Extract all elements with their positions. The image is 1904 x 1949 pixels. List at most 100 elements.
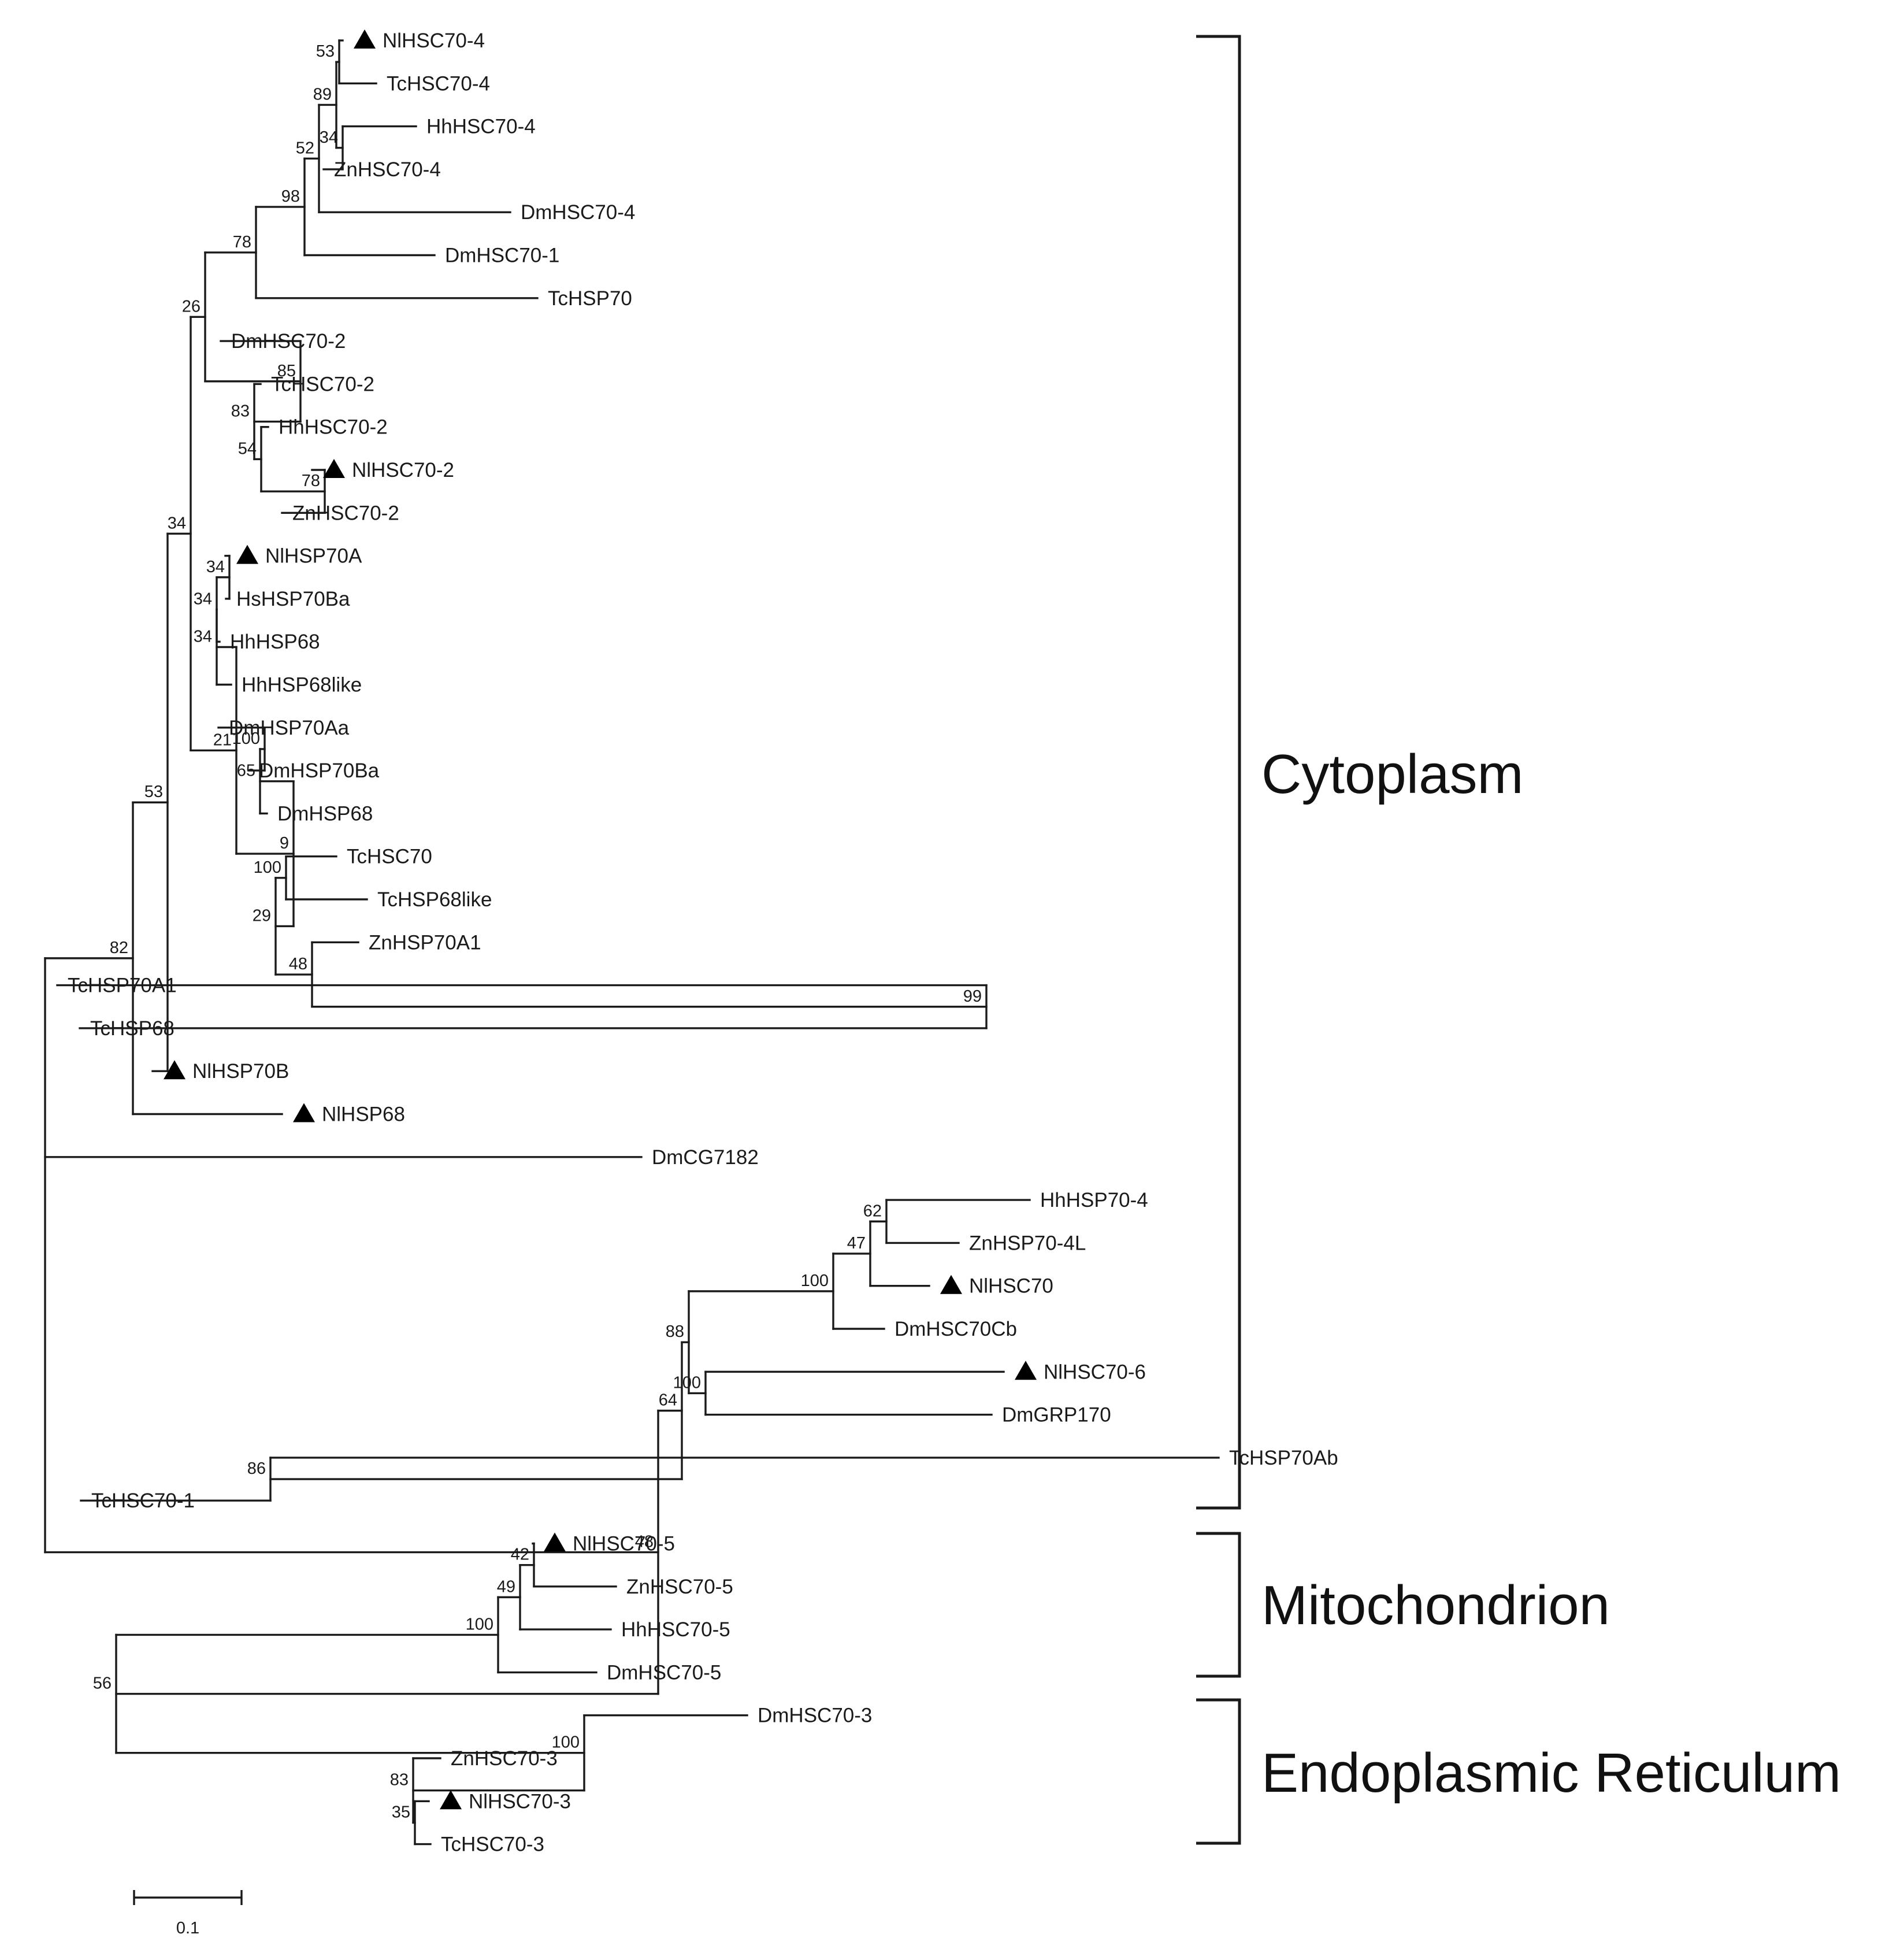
bootstrap-support-value: 85 xyxy=(277,362,296,380)
bootstrap-support-value: 34 xyxy=(206,558,225,576)
endoplasmic-reticulum-bracket xyxy=(1196,1698,1241,1845)
bootstrap-support-value: 42 xyxy=(511,1546,529,1564)
bootstrap-support-value: 34 xyxy=(320,128,338,147)
leaf-label-hhhsc70-4: HhHSC70-4 xyxy=(426,116,536,138)
bootstrap-support-value: 64 xyxy=(659,1391,677,1410)
bootstrap-support-value: 34 xyxy=(194,590,212,608)
bootstrap-support-value: 49 xyxy=(497,1577,515,1596)
bootstrap-support-value: 100 xyxy=(801,1272,829,1290)
bootstrap-support-value: 83 xyxy=(390,1771,409,1789)
triangle-marker-icon xyxy=(236,544,258,564)
bootstrap-support-value: 53 xyxy=(316,42,335,61)
leaf-label-znhsc70-5: ZnHSC70-5 xyxy=(626,1576,733,1598)
bootstrap-support-value: 62 xyxy=(863,1202,882,1220)
leaf-label-tchsc70-2: TcHSC70-2 xyxy=(271,373,374,395)
leaf-label-dmhsc70-5: DmHSC70-5 xyxy=(607,1661,721,1684)
bootstrap-support-value: 35 xyxy=(392,1803,410,1821)
leaf-label-nlhsc70-3: NlHSC70-3 xyxy=(469,1790,571,1813)
bootstrap-support-value: 98 xyxy=(281,187,300,206)
bootstrap-support-value: 99 xyxy=(963,987,982,1006)
bootstrap-support-value: 86 xyxy=(247,1459,266,1478)
bootstrap-support-value: 52 xyxy=(296,139,314,157)
triangle-marker-icon xyxy=(544,1532,566,1552)
leaf-label-nlhsp68: NlHSP68 xyxy=(322,1103,405,1126)
bootstrap-support-value: 100 xyxy=(466,1615,493,1633)
leaf-label-nlhsc70: NlHSC70 xyxy=(969,1275,1053,1298)
leaf-label-hhhsc70-5: HhHSC70-5 xyxy=(621,1618,730,1641)
triangle-marker-icon xyxy=(323,459,345,478)
bootstrap-support-value: 89 xyxy=(313,85,332,103)
tree-branches xyxy=(44,39,1220,1846)
leaf-label-dmhsc70-4: DmHSC70-4 xyxy=(521,201,635,224)
triangle-marker-icon xyxy=(293,1103,315,1122)
bootstrap-support-value: 21 xyxy=(213,731,232,749)
bootstrap-support-value: 78 xyxy=(233,233,251,251)
bootstrap-support-value: 88 xyxy=(666,1322,684,1341)
leaf-label-dmgrp170: DmGRP170 xyxy=(1002,1404,1111,1426)
cytoplasm-label: Cytoplasm xyxy=(1261,743,1523,805)
leaf-label-tchsc70-4: TcHSC70-4 xyxy=(387,72,490,95)
mitochondrion-label: Mitochondrion xyxy=(1261,1574,1610,1636)
leaf-label-nlhsp70b: NlHSP70B xyxy=(192,1060,289,1083)
triangle-marker-icon xyxy=(164,1060,185,1080)
leaf-label-dmhsc70cb: DmHSC70Cb xyxy=(895,1318,1017,1340)
bootstrap-support-value: 34 xyxy=(194,627,212,646)
leaf-label-dmcg7182: DmCG7182 xyxy=(652,1146,759,1169)
endoplasmic-reticulum-label: Endoplasmic Reticulum xyxy=(1261,1742,1841,1804)
leaf-label-tchsc70-3: TcHSC70-3 xyxy=(441,1833,544,1856)
leaf-label-nlhsp70a: NlHSP70A xyxy=(265,545,362,568)
leaf-label-znhsc70-4: ZnHSC70-4 xyxy=(334,158,441,181)
bootstrap-support-value: 83 xyxy=(231,402,250,420)
bootstrap-support-value: 48 xyxy=(289,955,307,973)
triangle-marker-icon xyxy=(1015,1361,1037,1380)
leaf-label-nlhsc70-6: NlHSC70-6 xyxy=(1044,1361,1146,1383)
triangle-marker-icon xyxy=(940,1274,962,1294)
leaf-label-tchsp68like: TcHSP68like xyxy=(377,888,492,911)
triangle-marker-icon xyxy=(354,29,376,49)
bootstrap-support-value: 100 xyxy=(673,1373,701,1392)
bootstrap-support-value: 26 xyxy=(182,297,201,316)
leaf-label-znhsp70-4l: ZnHSP70-4L xyxy=(969,1232,1086,1254)
leaf-label-dmhsp68: DmHSP68 xyxy=(277,802,373,825)
bootstrap-support-value: 100 xyxy=(232,729,260,748)
leaf-label-tchsp70ab: TcHSP70Ab xyxy=(1229,1447,1338,1469)
leaf-label-dmhsc70-3: DmHSC70-3 xyxy=(758,1705,872,1727)
mitochondrion-bracket xyxy=(1196,1532,1241,1678)
leaf-label-hhhsc70-2: HhHSC70-2 xyxy=(279,416,388,439)
leaf-label-hhhsp70-4: HhHSP70-4 xyxy=(1040,1189,1148,1211)
leaf-label-dmhsp70aa: DmHSP70Aa xyxy=(229,717,350,739)
bootstrap-support-value: 54 xyxy=(238,439,257,458)
leaf-label-dmhsc70-2: DmHSC70-2 xyxy=(231,330,346,353)
bootstrap-support-value: 100 xyxy=(552,1733,580,1752)
leaf-label-hshsp70ba: HsHSP70Ba xyxy=(236,588,350,610)
leaf-label-nlhsc70-5: NlHSC70-5 xyxy=(573,1533,675,1555)
bootstrap-support-value: 48 xyxy=(635,1533,654,1551)
scale-bar-label: 0.1 xyxy=(176,1919,199,1937)
leaf-label-znhsc70-2: ZnHSC70-2 xyxy=(292,502,399,524)
leaf-label-nlhsc70-4: NlHSC70-4 xyxy=(383,29,485,52)
bootstrap-support-value: 9 xyxy=(280,834,289,853)
bootstrap-support-value: 53 xyxy=(144,783,163,801)
bootstrap-support-value: 56 xyxy=(93,1674,112,1693)
leaf-label-hhhsp68: HhHSP68 xyxy=(230,631,320,653)
leaf-label-dmhsp70ba: DmHSP70Ba xyxy=(259,759,380,782)
leaf-label-dmhsc70-1: DmHSC70-1 xyxy=(445,244,559,267)
bootstrap-support-value: 65 xyxy=(237,762,255,780)
leaf-label-znhsc70-3: ZnHSC70-3 xyxy=(451,1747,558,1770)
leaf-label-nlhsc70-2: NlHSC70-2 xyxy=(352,459,454,481)
triangle-marker-icon xyxy=(440,1790,462,1810)
scale-bar-line xyxy=(133,1890,243,1905)
leaf-label-tchsc70: TcHSC70 xyxy=(347,846,432,868)
bootstrap-support-value: 82 xyxy=(110,939,128,957)
leaf-label-hhhsp68like: HhHSP68like xyxy=(242,674,362,696)
cytoplasm-bracket xyxy=(1196,35,1241,1510)
bootstrap-support-value: 78 xyxy=(302,472,320,490)
subcellular-group-brackets: Cytoplasm Mitochondrion Endoplasmic Reti… xyxy=(1196,35,1841,1845)
bootstrap-support-value: 47 xyxy=(847,1234,866,1253)
tree-support-values: 82 53 34 26 78 98 52 89 53 34 85 83 54 78 21 34 34 34 9 65 1… xyxy=(93,42,982,1821)
scale-bar: 0.1 xyxy=(133,1890,243,1937)
bootstrap-support-value: 34 xyxy=(168,514,186,532)
leaf-label-tchsp70a1: TcHSP70A1 xyxy=(68,974,177,997)
bootstrap-support-value: 100 xyxy=(254,858,281,877)
